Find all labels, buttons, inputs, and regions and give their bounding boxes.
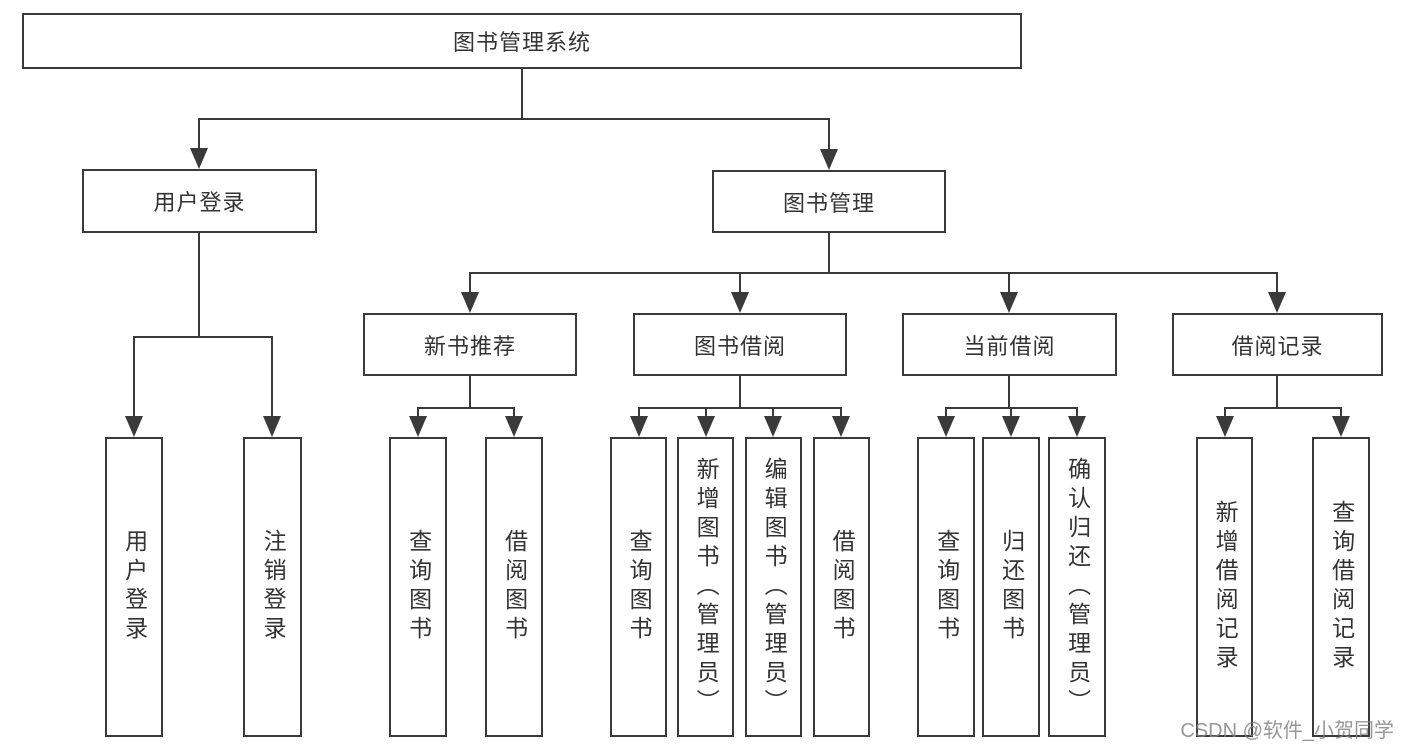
arrow-down-icon xyxy=(1068,416,1086,437)
arrow-down-icon xyxy=(764,416,782,437)
connector-vline xyxy=(828,233,830,273)
arrow-down-icon xyxy=(630,416,648,437)
connector-hline xyxy=(1224,407,1342,409)
node-library-system: 图书管理系统 xyxy=(22,13,1022,69)
csdn-watermark: CSDN @软件_小贺同学 xyxy=(1180,720,1394,742)
connector-vline xyxy=(772,407,774,418)
node-book-borrow: 图书借阅 xyxy=(633,313,847,376)
leaf-user-login: 用户登录 xyxy=(105,437,163,737)
leaf-query-books-current: 查询图书 xyxy=(917,437,975,737)
leaf-borrow-books-recommend: 借阅图书 xyxy=(485,437,543,737)
arrow-down-icon xyxy=(1000,292,1018,313)
connector-vline xyxy=(1010,407,1012,418)
connector-vline xyxy=(417,407,419,418)
connector-vline xyxy=(1008,376,1010,408)
connector-vline xyxy=(513,407,515,418)
connector-vline xyxy=(828,118,830,151)
arrow-down-icon xyxy=(1002,416,1020,437)
arrow-down-icon xyxy=(937,416,955,437)
node-current-borrow: 当前借阅 xyxy=(902,313,1117,376)
arrow-down-icon xyxy=(820,149,838,170)
leaf-logout: 注销登录 xyxy=(243,437,302,737)
arrow-down-icon xyxy=(1216,416,1234,437)
connector-vline xyxy=(198,233,200,336)
leaf-confirm-return-admin: 确认归还（管理员） xyxy=(1048,437,1106,737)
connector-vline xyxy=(198,118,200,151)
connector-vline xyxy=(521,68,523,119)
node-user-login: 用户登录 xyxy=(82,169,317,233)
arrow-down-icon xyxy=(505,416,523,437)
arrow-down-icon xyxy=(461,292,479,313)
arrow-down-icon xyxy=(263,416,281,437)
connector-vline xyxy=(739,376,741,408)
connector-vline xyxy=(271,336,273,418)
node-book-management: 图书管理 xyxy=(712,170,946,233)
leaf-add-book-admin: 新增图书（管理员） xyxy=(677,437,734,737)
arrow-down-icon xyxy=(832,416,850,437)
connector-vline xyxy=(840,407,842,418)
arrow-down-icon xyxy=(697,416,715,437)
leaf-query-books-borrow: 查询图书 xyxy=(610,437,667,737)
leaf-edit-book-admin: 编辑图书（管理员） xyxy=(745,437,802,737)
connector-vline xyxy=(739,272,741,293)
leaf-add-borrow-record: 新增借阅记录 xyxy=(1196,437,1253,737)
leaf-borrow-books-2: 借阅图书 xyxy=(813,437,870,737)
connector-vline xyxy=(1224,407,1226,418)
leaf-return-books: 归还图书 xyxy=(982,437,1040,737)
connector-vline xyxy=(638,407,640,418)
connector-hline xyxy=(417,407,515,409)
connector-vline xyxy=(945,407,947,418)
arrow-down-icon xyxy=(125,416,143,437)
connector-hline xyxy=(469,272,1278,274)
arrow-down-icon xyxy=(731,292,749,313)
leaf-query-books-recommend: 查询图书 xyxy=(389,437,447,737)
arrow-down-icon xyxy=(190,148,208,169)
connector-hline xyxy=(198,118,830,120)
connector-vline xyxy=(1008,272,1010,293)
node-borrow-records: 借阅记录 xyxy=(1172,313,1383,376)
connector-vline xyxy=(1276,376,1278,408)
arrow-down-icon xyxy=(409,416,427,437)
connector-vline xyxy=(469,272,471,293)
connector-vline xyxy=(469,376,471,408)
connector-vline xyxy=(705,407,707,418)
arrow-down-icon xyxy=(1332,416,1350,437)
connector-vline xyxy=(133,336,135,418)
arrow-down-icon xyxy=(1268,292,1286,313)
node-new-book-recommend: 新书推荐 xyxy=(363,313,577,376)
leaf-query-borrow-record: 查询借阅记录 xyxy=(1312,437,1370,737)
connector-vline xyxy=(1276,272,1278,293)
connector-hline xyxy=(133,336,273,338)
connector-vline xyxy=(1340,407,1342,418)
connector-hline xyxy=(638,407,842,409)
connector-vline xyxy=(1076,407,1078,418)
